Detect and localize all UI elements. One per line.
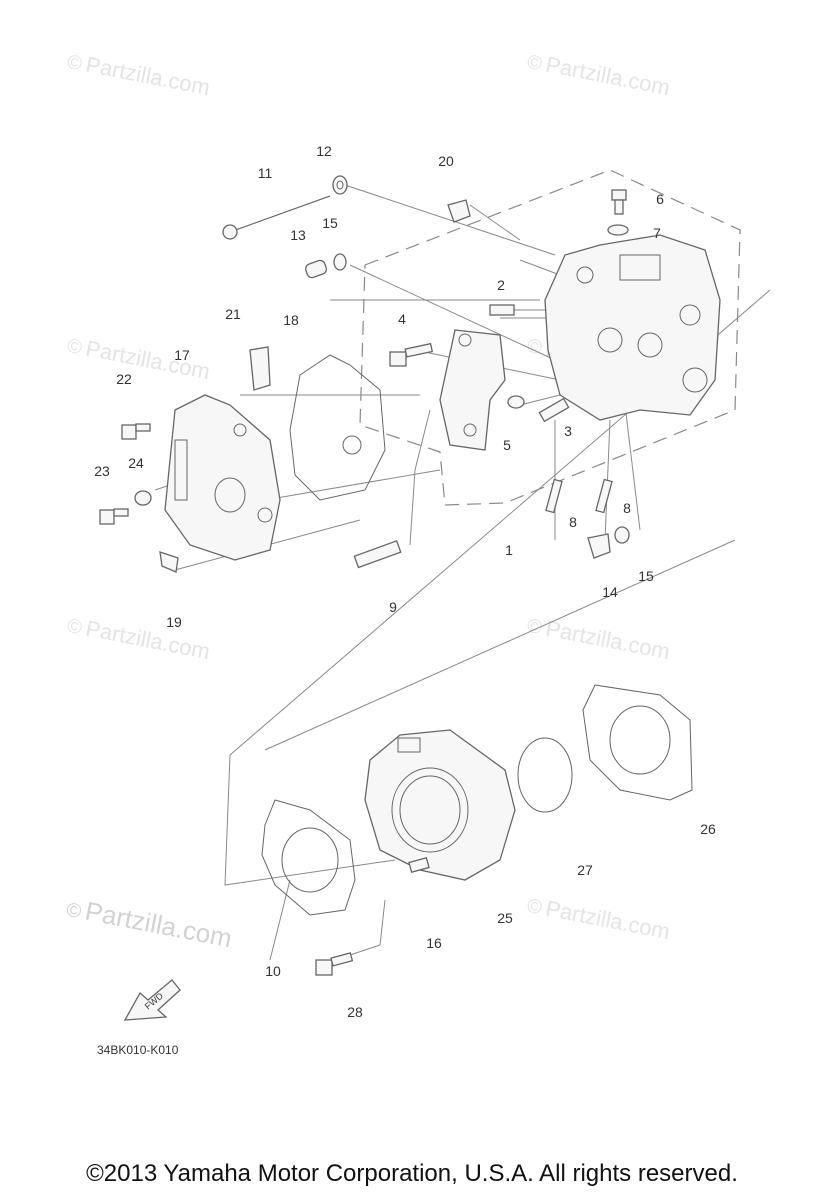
cap-nut-icon bbox=[587, 533, 611, 559]
long-bolt-icon bbox=[222, 195, 331, 240]
callout-14: 14 bbox=[602, 584, 618, 600]
washer-icon bbox=[607, 224, 629, 236]
callout-13: 13 bbox=[290, 227, 306, 243]
bracket-icon bbox=[249, 346, 271, 391]
stud-icon bbox=[545, 478, 563, 514]
stud-icon bbox=[595, 478, 613, 514]
plug-icon bbox=[507, 395, 525, 409]
callout-25: 25 bbox=[497, 910, 513, 926]
bolt-icon bbox=[611, 189, 627, 215]
dowel-pin-icon bbox=[408, 857, 430, 873]
callout-15: 15 bbox=[322, 215, 338, 231]
fitting-icon bbox=[538, 397, 570, 423]
copyright-notice: ©2013 Yamaha Motor Corporation, U.S.A. A… bbox=[86, 1160, 738, 1187]
callout-16: 16 bbox=[426, 935, 442, 951]
callout-9: 9 bbox=[389, 599, 397, 615]
washer-icon bbox=[614, 526, 630, 544]
callout-4: 4 bbox=[398, 311, 406, 327]
camshaft-holder-icon bbox=[439, 329, 506, 451]
callout-1: 1 bbox=[505, 542, 513, 558]
head-cover-icon bbox=[164, 394, 281, 561]
clip-icon bbox=[159, 551, 179, 573]
head-gasket-icon bbox=[582, 684, 693, 801]
callout-17: 17 bbox=[174, 347, 190, 363]
callout-19: 19 bbox=[166, 614, 182, 630]
diagram-code: 34BK010-K010 bbox=[97, 1043, 179, 1057]
callout-21: 21 bbox=[225, 306, 241, 322]
callout-20: 20 bbox=[438, 153, 454, 169]
callout-3: 3 bbox=[564, 423, 572, 439]
callout-26: 26 bbox=[700, 821, 716, 837]
temperature-sensor-icon bbox=[353, 540, 402, 569]
callout-15b: 15 bbox=[638, 568, 654, 584]
callout-22: 22 bbox=[116, 371, 132, 387]
callout-27: 27 bbox=[577, 862, 593, 878]
bolt-icon bbox=[99, 508, 129, 525]
flange-bolt-icon bbox=[389, 342, 434, 367]
callout-2: 2 bbox=[497, 277, 505, 293]
callout-18: 18 bbox=[283, 312, 299, 328]
washer-icon bbox=[333, 253, 347, 271]
callout-8: 8 bbox=[623, 500, 631, 516]
dowel-pin-icon bbox=[304, 259, 328, 279]
callout-11: 11 bbox=[257, 165, 273, 181]
bolt-icon bbox=[121, 423, 151, 440]
stud-icon bbox=[489, 304, 515, 316]
washer-icon bbox=[332, 175, 348, 195]
assembly-outline-upper bbox=[359, 169, 741, 506]
callout-24: 24 bbox=[128, 455, 144, 471]
callout-5: 5 bbox=[503, 437, 511, 453]
callout-6: 6 bbox=[656, 191, 664, 207]
forward-direction-icon: FWD bbox=[123, 979, 181, 1021]
callout-10: 10 bbox=[265, 963, 281, 979]
callout-12: 12 bbox=[316, 143, 332, 159]
bolt-icon bbox=[315, 952, 354, 976]
washer-icon bbox=[134, 490, 152, 506]
cylinder-block-icon bbox=[364, 729, 516, 881]
callout-28: 28 bbox=[347, 1004, 363, 1020]
callout-7: 7 bbox=[653, 225, 661, 241]
base-gasket-icon bbox=[261, 799, 356, 916]
callout-23: 23 bbox=[94, 463, 110, 479]
cylinder-head-icon bbox=[544, 234, 721, 421]
o-ring-icon bbox=[517, 737, 573, 813]
cap-icon bbox=[447, 199, 471, 223]
callout-8b: 8 bbox=[569, 514, 577, 530]
cover-gasket-icon bbox=[289, 354, 386, 501]
